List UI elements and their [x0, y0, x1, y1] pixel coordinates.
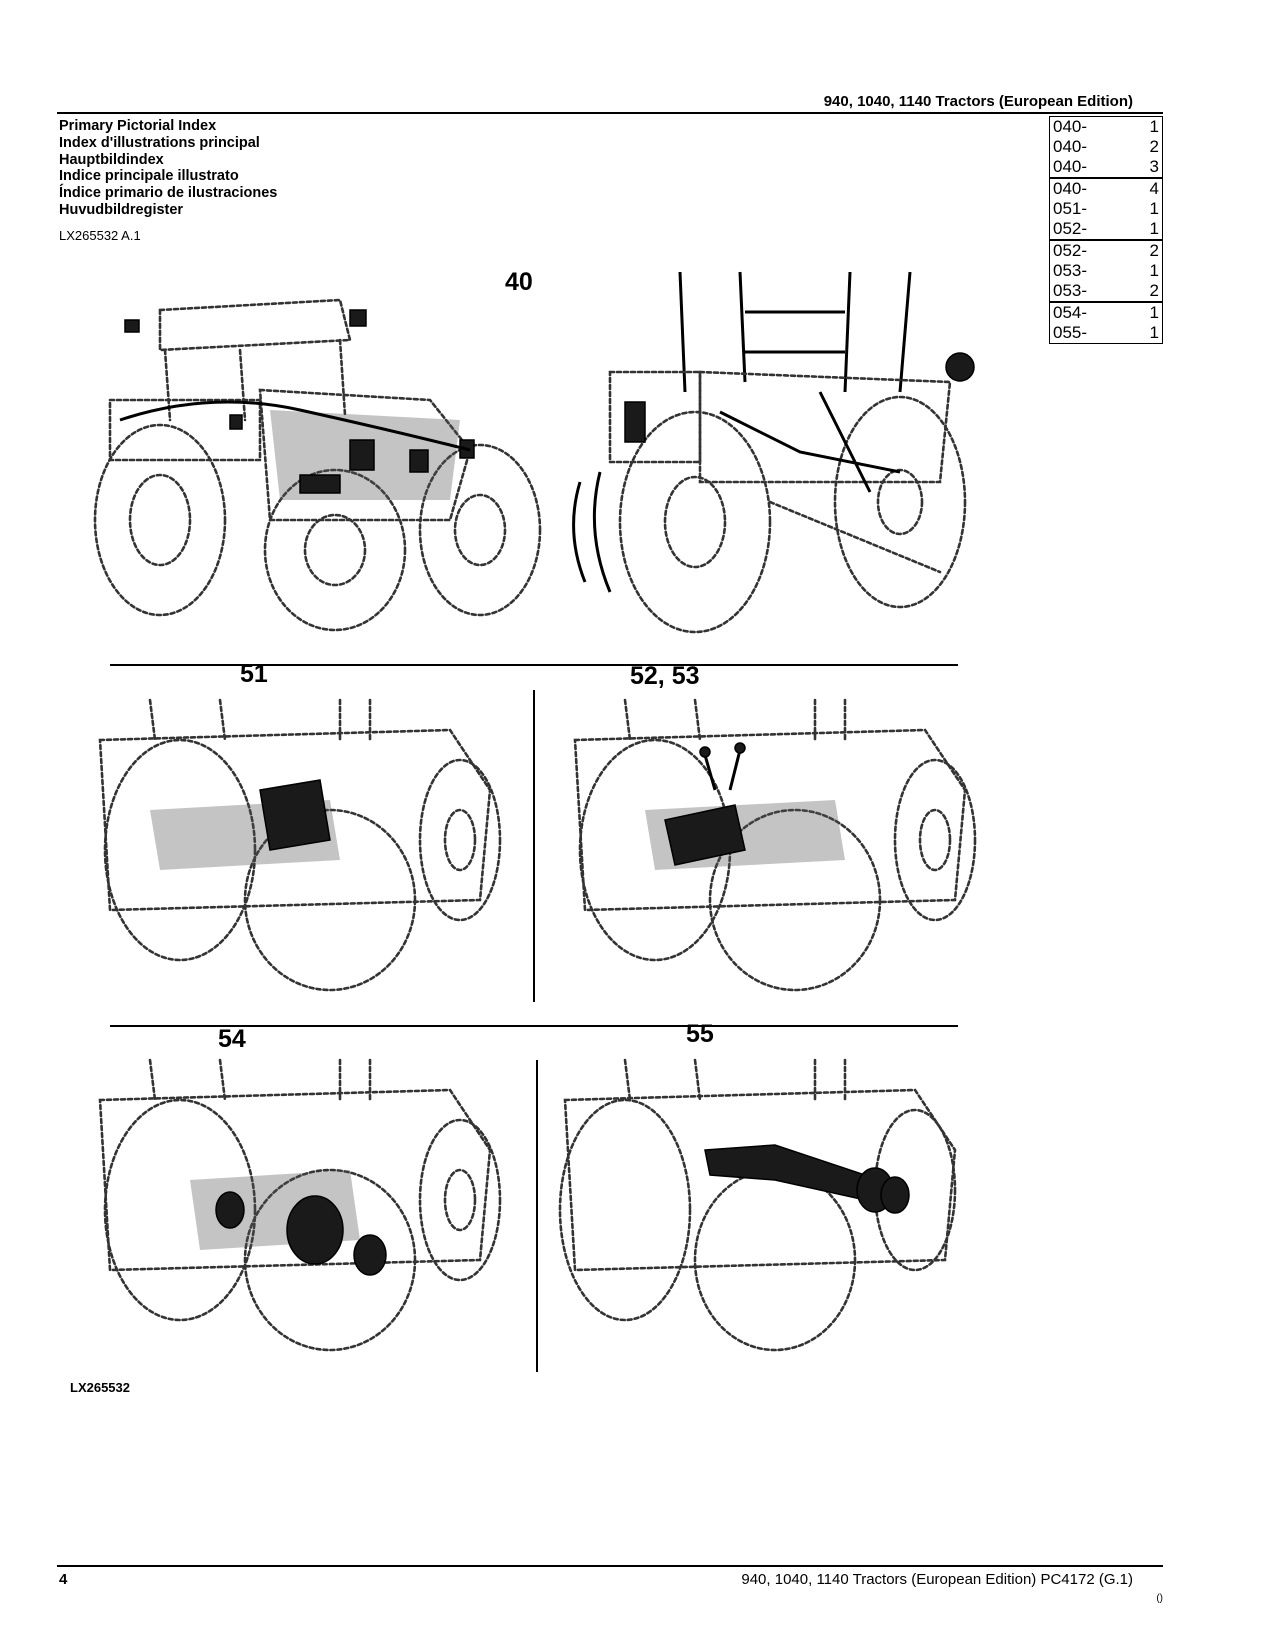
index-group: 040- 1 040- 2 040- 3 [1049, 116, 1163, 178]
callout-55[interactable]: 55 [686, 1020, 714, 1048]
tractor-pto-illustration [98, 1058, 502, 1352]
index-page: 2 [1149, 137, 1159, 156]
index-code: 040- [1053, 137, 1088, 156]
index-group: 054- 1 055- 1 [1049, 302, 1163, 344]
index-row[interactable]: 052- 2 [1050, 240, 1163, 261]
index-row[interactable]: 053- 1 [1050, 261, 1163, 281]
index-code: 053- [1053, 261, 1088, 280]
footer-text: 940, 1040, 1140 Tractors (European Editi… [741, 1571, 1133, 1588]
document-header-title: 940, 1040, 1140 Tractors (European Editi… [823, 93, 1133, 110]
header-rule [57, 112, 1163, 114]
index-page: 1 [1149, 323, 1159, 342]
index-page: 1 [1149, 261, 1159, 280]
divider-vertical [533, 690, 535, 1002]
index-code: 052- [1053, 241, 1088, 260]
index-row[interactable]: 040- 4 [1050, 178, 1163, 199]
figure-code: LX265532 A.1 [59, 228, 141, 243]
tractor-rear-illustration [572, 271, 975, 634]
title-line: Huvudbildregister [59, 201, 184, 218]
index-page: 2 [1149, 241, 1159, 260]
index-row[interactable]: 051- 1 [1050, 199, 1163, 219]
index-code: 040- [1053, 179, 1088, 198]
tractor-electrical-illustration [93, 298, 542, 632]
index-code: 040- [1053, 117, 1088, 136]
index-page: 1 [1149, 219, 1159, 238]
section-index-table: 040- 1 040- 2 040- 3 040- 4 051- 1 052- 1 052-… [1049, 116, 1163, 344]
index-code: 054- [1053, 303, 1088, 322]
figure-reference: LX265532 [70, 1380, 130, 1395]
title-line: Indice principale illustrato [59, 168, 239, 185]
tractor-transmission-illustration [98, 698, 502, 992]
index-page: 4 [1149, 179, 1159, 198]
index-row[interactable]: 052- 1 [1050, 219, 1163, 240]
page-number: 4 [59, 1571, 68, 1588]
index-row[interactable]: 054- 1 [1050, 302, 1163, 323]
footer-revision: () [1156, 1593, 1163, 1604]
footer-rule [57, 1565, 1163, 1567]
title-line: Hauptbildindex [59, 151, 164, 168]
index-code: 055- [1053, 323, 1088, 342]
divider-horizontal [110, 664, 958, 666]
index-row[interactable]: 053- 2 [1050, 281, 1163, 302]
callout-54[interactable]: 54 [218, 1025, 246, 1053]
index-page: 1 [1149, 199, 1159, 218]
index-group: 040- 4 051- 1 052- 1 [1049, 178, 1163, 240]
divider-vertical [536, 1060, 538, 1372]
index-page: 1 [1149, 117, 1159, 136]
index-code: 052- [1053, 219, 1088, 238]
index-page: 1 [1149, 303, 1159, 322]
index-row[interactable]: 040- 2 [1050, 137, 1163, 157]
divider-horizontal [110, 1025, 958, 1027]
title-line: Index d'illustrations principal [59, 134, 260, 151]
tractor-front-axle-illustration [558, 1058, 957, 1352]
index-code: 051- [1053, 199, 1088, 218]
index-group: 052- 2 053- 1 053- 2 [1049, 240, 1163, 302]
index-page: 3 [1149, 157, 1159, 176]
index-code: 053- [1053, 281, 1088, 300]
callout-52-53[interactable]: 52, 53 [630, 662, 700, 690]
title-line: Primary Pictorial Index [59, 118, 217, 134]
tractor-gearbox-illustration [573, 698, 977, 992]
index-page: 2 [1149, 281, 1159, 300]
index-row[interactable]: 040- 1 [1050, 117, 1163, 138]
callout-40[interactable]: 40 [505, 268, 533, 296]
title-line: Índice primario de ilustraciones [59, 185, 278, 202]
index-row[interactable]: 055- 1 [1050, 323, 1163, 344]
index-titles: Primary Pictorial Index Index d'illustra… [59, 118, 277, 219]
index-row[interactable]: 040- 3 [1050, 157, 1163, 178]
index-code: 040- [1053, 157, 1088, 176]
